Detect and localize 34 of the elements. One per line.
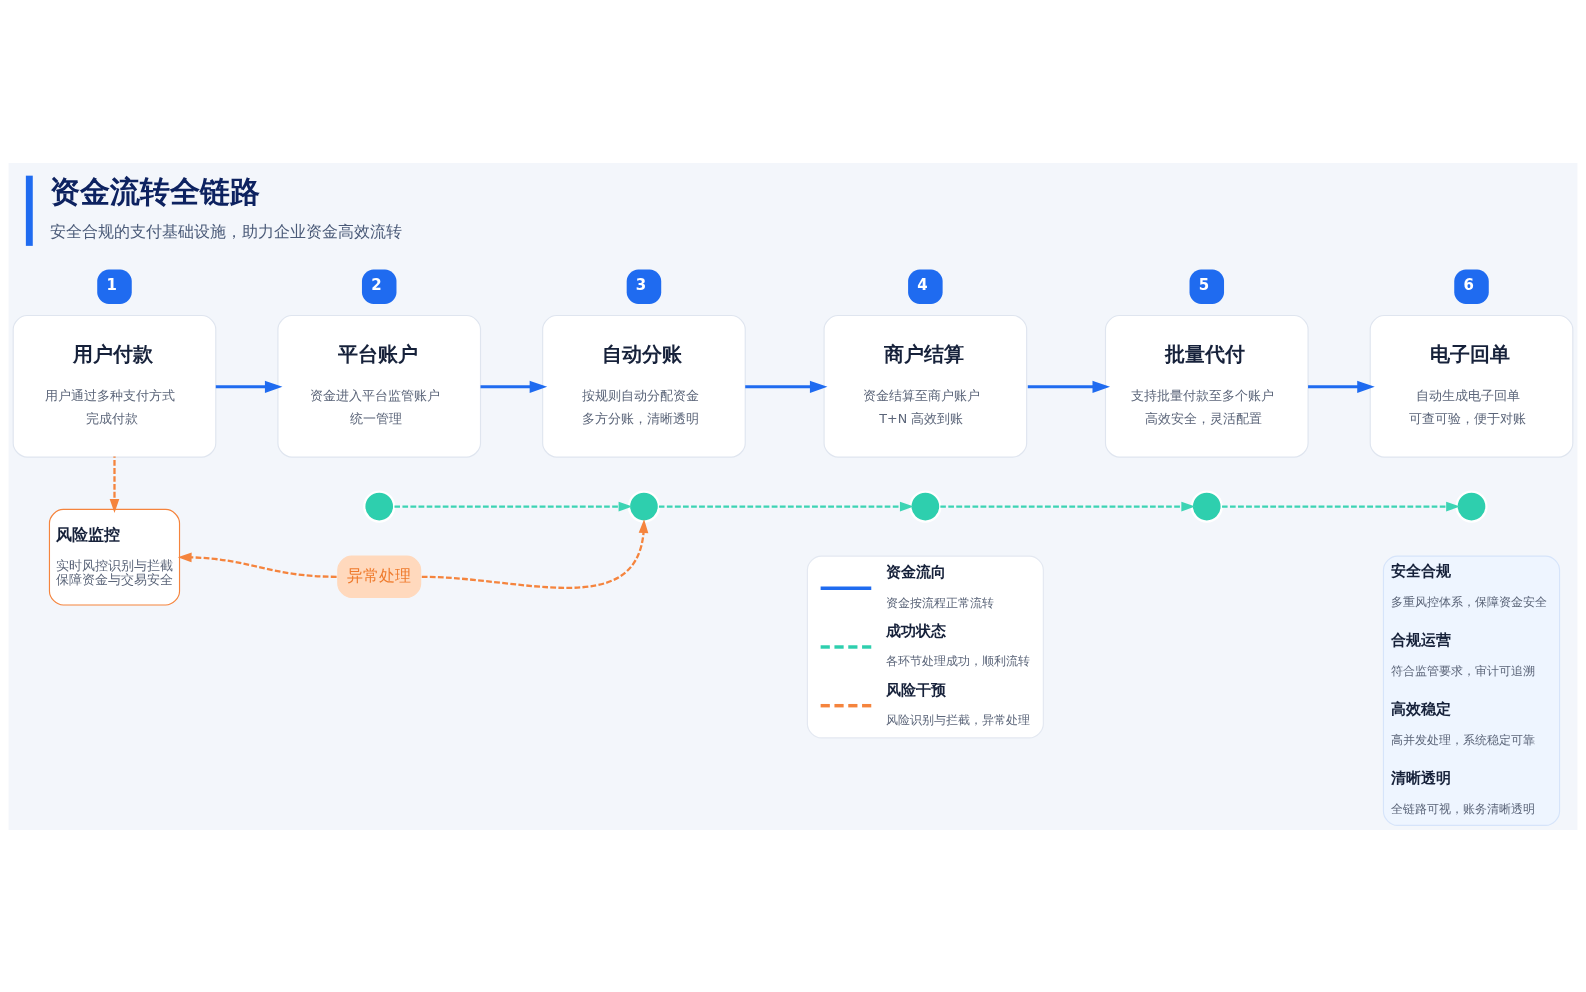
arrow: [1222, 501, 1460, 511]
arrow: [940, 501, 1196, 511]
node-circle: [627, 489, 661, 523]
arrow: [658, 501, 914, 511]
arrow: [177, 552, 337, 578]
arrow: [1308, 380, 1375, 393]
label: 符合监管要求，审计可追溯: [1390, 663, 1535, 678]
legend-label: 风险干预: [886, 680, 947, 699]
label: 资金按流程正常流转: [886, 595, 995, 610]
label: 安全合规: [1390, 561, 1451, 580]
label: 多重风控体系，保障资金安全: [1390, 594, 1547, 609]
node-circle: [909, 489, 942, 523]
node-circle: [1455, 489, 1488, 523]
label: 高效稳定: [1390, 699, 1451, 718]
node-circle: [363, 489, 396, 523]
label: 全链路可视，账务清晰透明: [1390, 801, 1535, 816]
legend-label: 资金流向: [886, 562, 947, 581]
label: 清晰透明: [1390, 768, 1451, 787]
arrow: [1027, 380, 1110, 393]
caption: 安全合规的支付基础设施，助力企业资金高效流转: [50, 221, 403, 241]
arrow: [480, 380, 548, 393]
arrow: [421, 518, 649, 589]
legend-label: 成功状态: [886, 621, 947, 640]
diagram-title: 资金流转全链路: [50, 173, 261, 209]
label: 风险识别与拦截，异常处理: [886, 712, 1031, 727]
arrow: [109, 456, 120, 513]
node-circle: [1190, 489, 1223, 523]
label: 合规运营: [1390, 630, 1451, 649]
label: 高并发处理，系统稳定可靠: [1390, 732, 1535, 747]
arrow: [394, 501, 633, 511]
arrow: [215, 380, 283, 393]
node-box: 异常处理: [337, 555, 422, 598]
label: 各环节处理成功，顺利流转: [886, 653, 1031, 668]
arrow: [745, 380, 828, 393]
